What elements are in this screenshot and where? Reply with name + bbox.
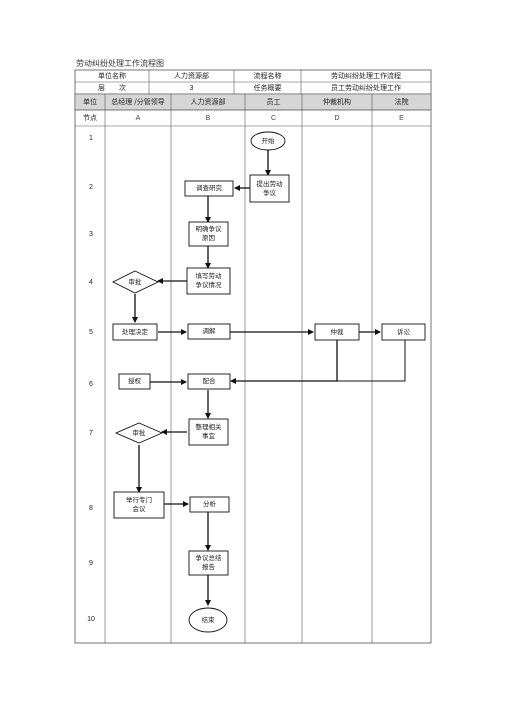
row-number: 6 [89, 380, 93, 388]
litigation-box [381, 323, 426, 341]
authorize-box [118, 373, 151, 390]
row-number: 8 [89, 504, 93, 512]
level-label: 层 次 [98, 84, 126, 92]
arrow-litigation-to-cooperate [337, 340, 406, 382]
raise-dispute-label: 提出劳动 争议 [256, 179, 283, 197]
end-label: 结束 [201, 615, 215, 624]
lane-letter-b: B [205, 114, 211, 122]
lane-letter-d: D [334, 114, 340, 122]
process-name-label: 流程名称 [253, 72, 282, 80]
arbitration-box [314, 323, 360, 341]
start-terminal [250, 131, 286, 151]
task-summary-value: 员工劳动纠纷处理工作 [331, 84, 401, 92]
investigate-box [184, 180, 234, 197]
special-meeting-label: 举行专门 会议 [126, 496, 152, 513]
handling-decision-box [112, 323, 158, 341]
approve-2-label: 审批 [132, 428, 146, 437]
analyze-label: 分析 [203, 500, 216, 509]
arbitration-label: 仲裁 [330, 327, 344, 336]
process-name-value: 劳动纠纷处理工作流程 [331, 72, 401, 80]
lane-letter-c: C [270, 114, 277, 122]
mediation-box [187, 323, 231, 340]
document-title: 劳动纠纷处理工作流程图 [76, 59, 164, 68]
organize-matters-box [188, 418, 229, 446]
header-node: 节点 [83, 114, 97, 122]
row-number: 10 [87, 615, 95, 623]
organize-matters-label: 整理相关 事宜 [195, 423, 222, 440]
approve-1-label: 审批 [128, 277, 142, 286]
row-number: 9 [89, 559, 93, 567]
approve-diamond-2 [114, 422, 164, 444]
handling-decision-label: 处理决定 [122, 327, 148, 336]
header-col-b: 人力资源部 [190, 98, 226, 106]
end-terminal [188, 607, 228, 633]
row-number: 4 [89, 278, 93, 286]
unit-name-label: 单位名称 [98, 72, 126, 80]
lane-letter-e: E [399, 114, 404, 122]
start-label: 开始 [261, 136, 275, 145]
row-number: 7 [89, 429, 93, 437]
summary-report-label: 争议总结 报告 [195, 554, 222, 571]
header-col-c: 员工 [266, 98, 281, 106]
unit-name-value: 人力资源部 [174, 72, 209, 80]
lane-letter-a: A [135, 114, 141, 122]
table-frame [74, 69, 432, 644]
header-col-a: 总经理 /分管领导 [111, 98, 165, 106]
cooperate-label: 配合 [202, 377, 216, 386]
approve-diamond-1 [111, 270, 160, 294]
cooperate-box [187, 373, 231, 390]
raise-dispute-box [249, 174, 290, 203]
mediation-label: 调解 [202, 327, 216, 336]
fill-form-box [186, 267, 231, 295]
level-value: 3 [189, 84, 194, 92]
arrow-arbitration-to-cooperate [230, 340, 338, 384]
summary-report-box [188, 550, 229, 576]
clarify-cause-label: 明确争议 原因 [195, 225, 222, 242]
litigation-label: 诉讼 [397, 327, 410, 336]
row-number: 1 [89, 134, 93, 142]
authorize-label: 授权 [128, 377, 141, 386]
row-number: 2 [89, 183, 93, 191]
analyze-box [189, 496, 230, 513]
task-summary-label: 任务概要 [253, 84, 282, 92]
row-number: 5 [89, 328, 93, 336]
header-col-d: 仲裁机构 [323, 98, 351, 106]
special-meeting-box [113, 491, 165, 519]
row-number: 3 [89, 230, 93, 238]
header-unit: 单位 [83, 98, 97, 106]
fill-form-label: 填写劳动 争议情况 [195, 272, 222, 289]
investigate-label: 调查研究 [196, 184, 222, 193]
clarify-cause-box [188, 221, 229, 247]
header-col-e: 法院 [394, 98, 409, 106]
